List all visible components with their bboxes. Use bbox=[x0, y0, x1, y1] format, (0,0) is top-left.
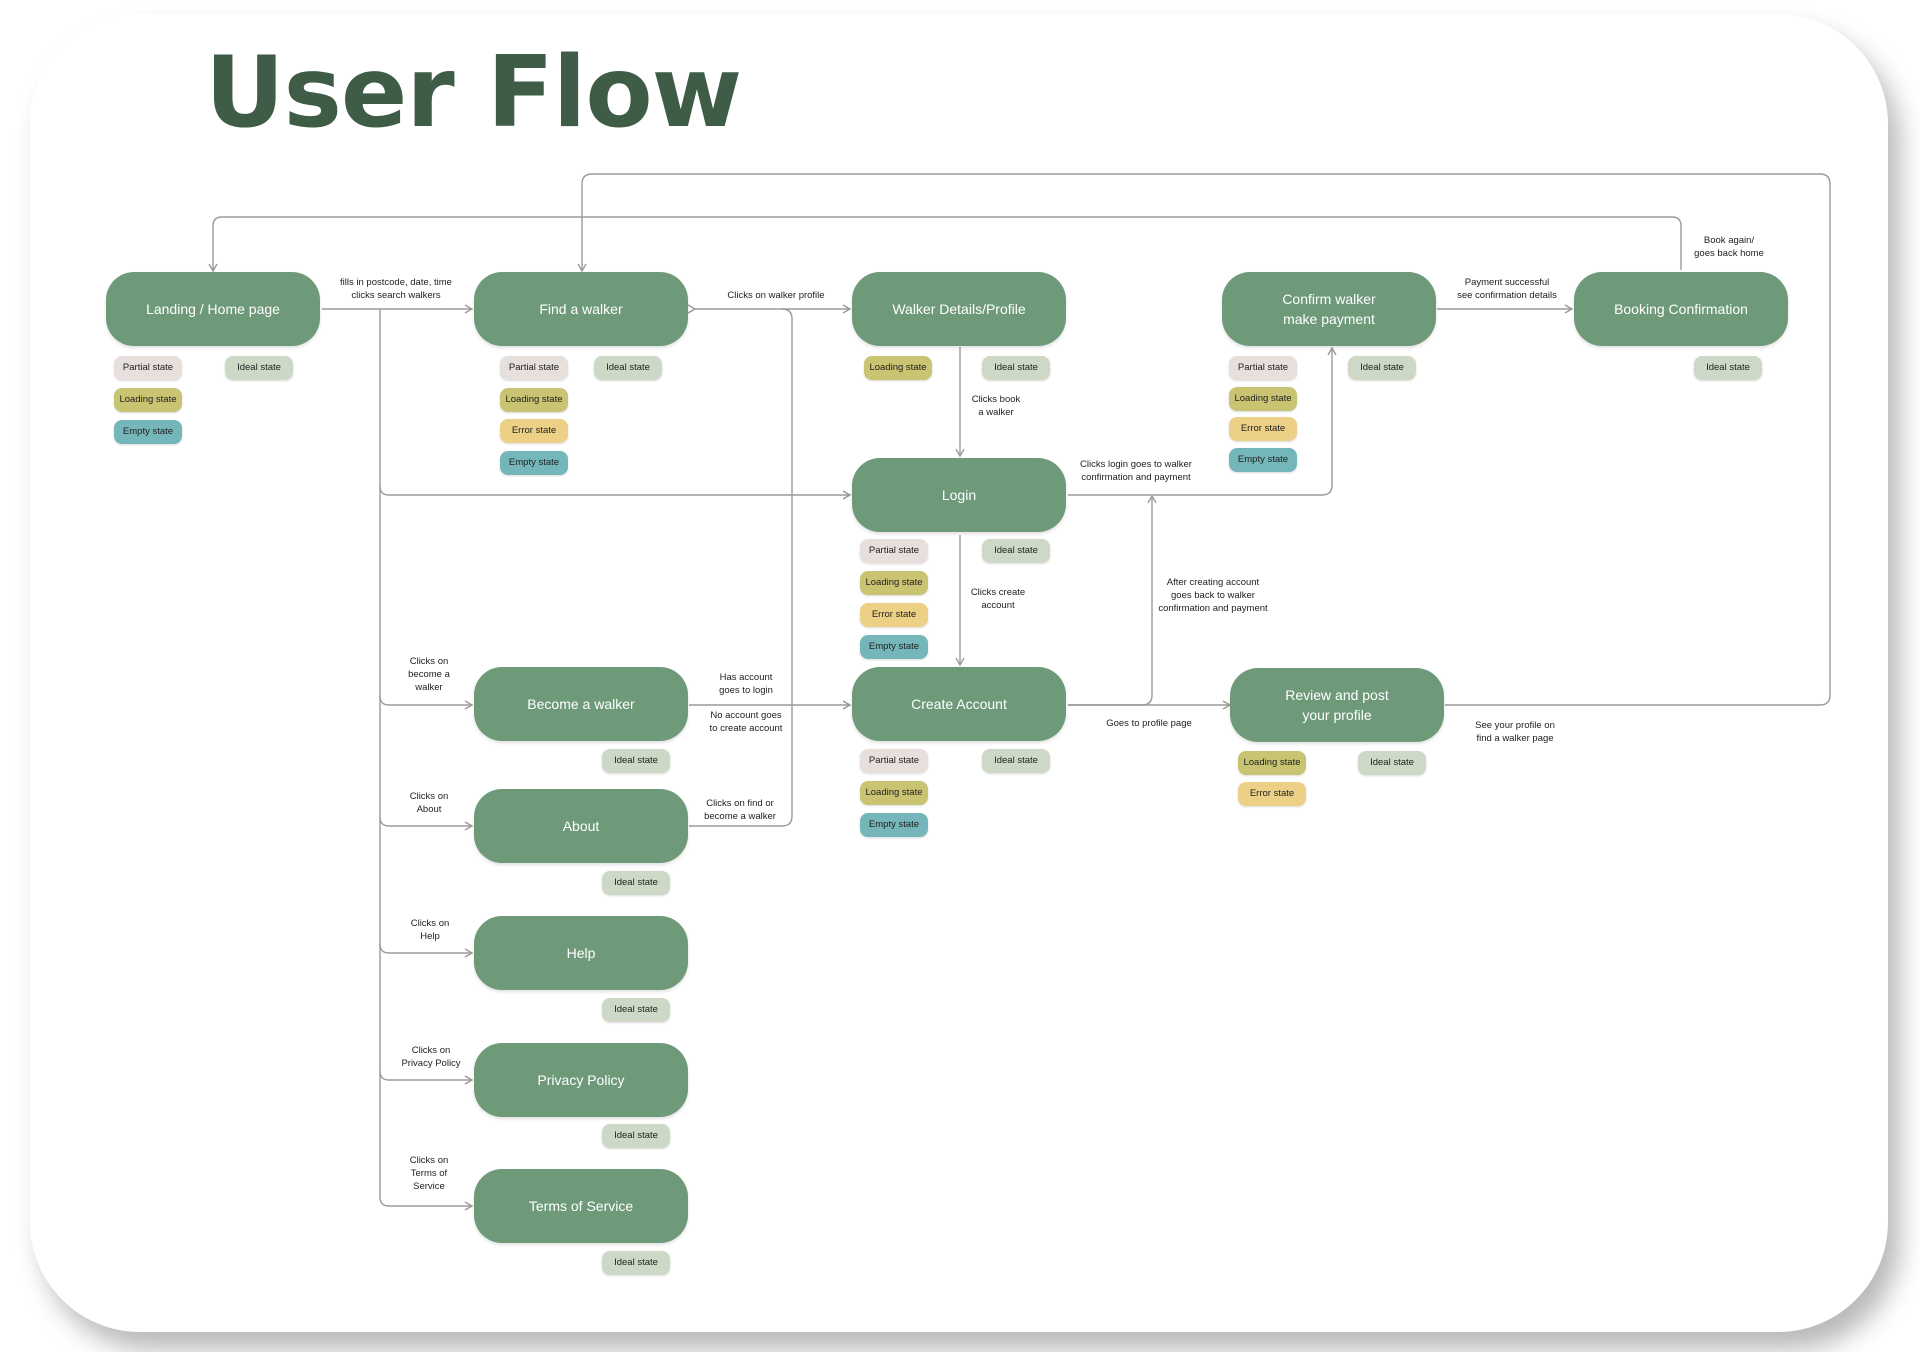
state-ideal: Ideal state bbox=[602, 749, 670, 773]
node-create-account: Create Account bbox=[852, 667, 1066, 741]
state-error: Error state bbox=[1238, 782, 1306, 806]
state-ideal: Ideal state bbox=[1358, 751, 1426, 775]
state-empty: Empty state bbox=[860, 813, 928, 837]
edge-label: Goes to profile page bbox=[1106, 718, 1192, 729]
state-empty: Empty state bbox=[860, 635, 928, 659]
state-partial: Partial state bbox=[500, 356, 568, 380]
edge-login-confirm bbox=[1068, 346, 1337, 496]
edge-label: No account goes to create account bbox=[709, 710, 783, 734]
node-find-walker: Find a walker bbox=[474, 272, 688, 346]
edge-label: See your profile on find a walker page bbox=[1475, 720, 1555, 744]
edge-label: Payment successful see confirmation deta… bbox=[1457, 277, 1557, 301]
edge-label: Book again/ goes back home bbox=[1694, 235, 1764, 259]
edge-label: Has account goes to login bbox=[719, 672, 773, 696]
node-walker-details: Walker Details/Profile bbox=[852, 272, 1066, 346]
node-privacy-policy: Privacy Policy bbox=[474, 1043, 688, 1117]
node-booking-confirmation: Booking Confirmation bbox=[1574, 272, 1788, 346]
state-ideal: Ideal state bbox=[602, 871, 670, 895]
edge-review-find bbox=[577, 173, 1831, 706]
edge-label: Clicks on walker profile bbox=[727, 290, 825, 301]
state-partial: Partial state bbox=[114, 356, 182, 380]
edge-trunk-login bbox=[379, 485, 852, 500]
node-confirm-payment: Confirm walker make payment bbox=[1222, 272, 1436, 346]
node-landing-home: Landing / Home page bbox=[106, 272, 320, 346]
node-login: Login bbox=[852, 458, 1066, 532]
state-loading: Loading state bbox=[864, 356, 932, 380]
edge-trunk-privacy bbox=[379, 1070, 474, 1085]
node-review-profile: Review and post your profile bbox=[1230, 668, 1444, 742]
state-error: Error state bbox=[500, 419, 568, 443]
edge-trunk-become bbox=[379, 695, 474, 710]
edge-label: Clicks on Privacy Policy bbox=[401, 1045, 461, 1069]
state-error: Error state bbox=[860, 603, 928, 627]
edge-label: Clicks login goes to walker confirmation… bbox=[1080, 459, 1192, 483]
edge-label: Clicks create account bbox=[970, 587, 1026, 611]
state-empty: Empty state bbox=[500, 451, 568, 475]
state-ideal: Ideal state bbox=[982, 539, 1050, 563]
state-ideal: Ideal state bbox=[982, 356, 1050, 380]
state-loading: Loading state bbox=[860, 571, 928, 595]
edge-label: Clicks on Terms of Service bbox=[409, 1155, 449, 1192]
edge-label: Clicks on become a walker bbox=[408, 656, 450, 693]
state-error: Error state bbox=[1229, 417, 1297, 441]
edge-label: Clicks on About bbox=[409, 791, 449, 815]
state-empty: Empty state bbox=[114, 420, 182, 444]
state-empty: Empty state bbox=[1229, 448, 1297, 472]
edge-label: Clicks on find or become a walker bbox=[704, 798, 776, 822]
state-ideal: Ideal state bbox=[225, 356, 293, 380]
state-loading: Loading state bbox=[1238, 751, 1306, 775]
state-loading: Loading state bbox=[500, 388, 568, 412]
edge-label: Clicks book a walker bbox=[971, 394, 1021, 418]
node-become-walker: Become a walker bbox=[474, 667, 688, 741]
state-loading: Loading state bbox=[860, 781, 928, 805]
edge-label: Clicks on Help bbox=[410, 918, 450, 942]
edge-booking-landing bbox=[208, 216, 1682, 273]
state-ideal: Ideal state bbox=[602, 998, 670, 1022]
edge-landing-trunk bbox=[379, 309, 474, 1211]
state-ideal: Ideal state bbox=[1694, 356, 1762, 380]
state-ideal: Ideal state bbox=[602, 1124, 670, 1148]
state-partial: Partial state bbox=[1229, 356, 1297, 380]
state-loading: Loading state bbox=[114, 388, 182, 412]
edge-trunk-about bbox=[379, 816, 474, 831]
state-ideal: Ideal state bbox=[594, 356, 662, 380]
node-help: Help bbox=[474, 916, 688, 990]
state-partial: Partial state bbox=[860, 749, 928, 773]
edge-about-find bbox=[689, 308, 793, 827]
state-ideal: Ideal state bbox=[602, 1251, 670, 1275]
node-about: About bbox=[474, 789, 688, 863]
node-terms-of-service: Terms of Service bbox=[474, 1169, 688, 1243]
edge-label: fills in postcode, date, time clicks sea… bbox=[340, 277, 452, 301]
state-ideal: Ideal state bbox=[1348, 356, 1416, 380]
edge-create-confirm bbox=[1068, 494, 1157, 706]
state-ideal: Ideal state bbox=[982, 749, 1050, 773]
edge-trunk-help bbox=[379, 943, 474, 958]
state-loading: Loading state bbox=[1229, 387, 1297, 411]
page-title: User Flow bbox=[205, 36, 742, 150]
edge-label: After creating account goes back to walk… bbox=[1158, 577, 1268, 614]
state-partial: Partial state bbox=[860, 539, 928, 563]
